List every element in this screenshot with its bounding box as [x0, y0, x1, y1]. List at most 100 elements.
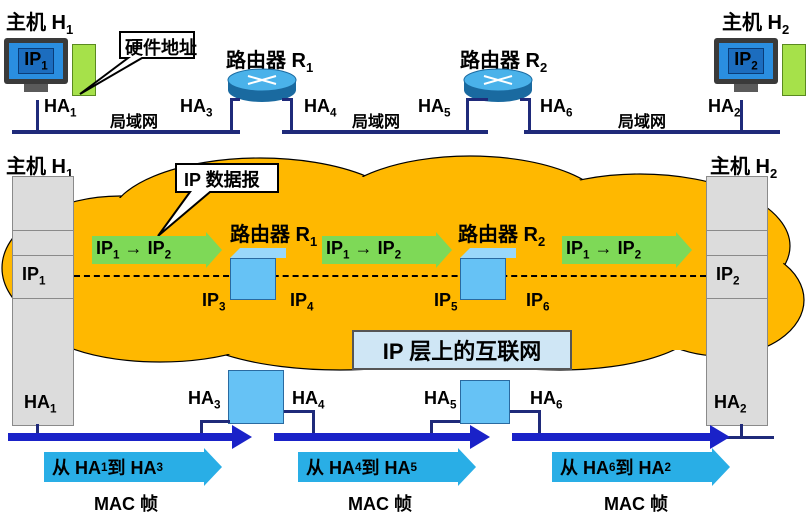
- router1-icon: [227, 68, 297, 102]
- host2-stack-divider: [706, 230, 768, 231]
- r1-left-stub: [230, 98, 240, 101]
- router2-icon: [463, 68, 533, 102]
- top-router1-label: 路由器 R1: [226, 50, 314, 75]
- bottom-r2-right-drop: [538, 410, 541, 438]
- bottom-host1-label: 主机 H1: [6, 156, 74, 181]
- mac-box-arrowhead-3: [712, 448, 730, 486]
- top-ha4: HA4: [304, 96, 337, 120]
- bottom-host1-drop: [36, 424, 39, 438]
- r1-left-drop: [230, 98, 233, 132]
- host1-computer-icon: IP1: [4, 38, 104, 100]
- router2-link-cube: [460, 380, 510, 424]
- lan3-label: 局域网: [618, 114, 667, 131]
- ip3-label: IP3: [202, 290, 226, 314]
- bottom-host2-label: 主机 H2: [710, 156, 778, 181]
- r2-right-stub: [520, 98, 530, 101]
- ip2-label: IP2: [716, 264, 740, 288]
- bottom-ha6: HA6: [530, 388, 563, 412]
- mac-arrowhead-3: [710, 425, 730, 449]
- lan3-line: [524, 130, 780, 134]
- host2-stack-divider: [706, 298, 768, 299]
- bottom-r1-right-stub: [284, 410, 314, 413]
- router1-link-cube: [228, 370, 284, 424]
- lan2-line: [282, 130, 488, 134]
- hardware-address-label: 硬件地址: [125, 38, 197, 58]
- ip5-label: IP5: [434, 290, 458, 314]
- ip-flow-arrowhead-1: [206, 232, 222, 268]
- ip-layer-dashed-line: [74, 275, 706, 277]
- top-ha5: HA5: [418, 96, 451, 120]
- mac-frame-arrow-1: [8, 433, 234, 441]
- r1-right-drop: [290, 98, 293, 132]
- router2-ip-cube: [460, 258, 506, 300]
- host1-stack-divider: [12, 230, 74, 231]
- top-router2-label: 路由器 R2: [460, 50, 548, 75]
- bottom-r1-left-stub: [200, 420, 230, 423]
- bottom-ha3: HA3: [188, 388, 221, 412]
- ip-flow-text-1: IP1 → IP2: [96, 238, 172, 262]
- lan2-label: 局域网: [352, 114, 401, 131]
- bottom-router1-label: 路由器 R1: [230, 224, 318, 249]
- r2-left-drop: [466, 98, 469, 132]
- top-ha3: HA3: [180, 96, 213, 120]
- ip-flow-arrow-1: [92, 236, 206, 264]
- top-host1-label: 主机 H1: [6, 12, 74, 37]
- bottom-ha1: HA1: [24, 392, 57, 416]
- ip-flow-text-2: IP1 → IP2: [326, 238, 402, 262]
- ip-datagram-callout: [157, 163, 279, 237]
- host2-protocol-stack: [706, 176, 768, 426]
- ip-flow-arrowhead-3: [676, 232, 692, 268]
- ip1-label: IP1: [22, 264, 46, 288]
- bottom-r1-right-drop: [312, 410, 315, 438]
- bottom-host2-drop: [740, 424, 743, 438]
- host1-drop: [36, 100, 39, 132]
- ip-flow-arrow-3: [562, 236, 676, 264]
- router1-ip-cube: [230, 258, 276, 300]
- bottom-r1-left-drop: [200, 420, 203, 438]
- mac-frame-label-1: MAC 帧: [94, 494, 158, 514]
- bottom-r2-left-drop: [430, 420, 433, 438]
- bottom-ha4: HA4: [292, 388, 325, 412]
- top-host2-label: 主机 H2: [722, 12, 790, 37]
- top-ha6: HA6: [540, 96, 573, 120]
- mac-box-arrowhead-1: [204, 448, 222, 486]
- ip4-label: IP4: [290, 290, 314, 314]
- bottom-router2-label: 路由器 R2: [458, 224, 546, 249]
- router1-cube-top: [230, 248, 286, 258]
- r1-right-stub: [282, 98, 292, 101]
- router2-cube-top: [460, 248, 516, 258]
- host1-protocol-stack: [12, 176, 74, 426]
- mac-box-arrowhead-2: [458, 448, 476, 486]
- bottom-ha2: HA2: [714, 392, 747, 416]
- lan1-label: 局域网: [110, 114, 159, 131]
- hardware-address-callout: [79, 31, 195, 95]
- cloud-title: IP 层上的互联网: [352, 330, 572, 370]
- lan1-line: [12, 130, 240, 134]
- mac-arrowhead-1: [232, 425, 252, 449]
- mac-frame-arrow-2: [274, 433, 472, 441]
- top-ha1: HA1: [44, 96, 77, 120]
- host1-screen-ip: IP1: [18, 48, 54, 74]
- host2-drop: [740, 100, 743, 132]
- ip-flow-arrow-2: [322, 236, 436, 264]
- r2-right-drop: [528, 98, 531, 132]
- mac-frame-label-2: MAC 帧: [348, 494, 412, 514]
- host2-stack-divider: [706, 255, 768, 256]
- host2-screen-ip: IP2: [728, 48, 764, 74]
- bottom-ha5: HA5: [424, 388, 457, 412]
- host1-stack-divider: [12, 298, 74, 299]
- r2-left-stub: [466, 98, 488, 101]
- mac-arrowhead-2: [470, 425, 490, 449]
- ip-datagram-label: IP 数据报: [184, 170, 260, 190]
- mac-frame-arrow-3: [512, 433, 712, 441]
- bottom-r2-left-stub: [430, 420, 460, 423]
- ip-flow-text-3: IP1 → IP2: [566, 238, 642, 262]
- host2-computer-icon: IP2: [714, 38, 808, 100]
- mac-frame-label-3: MAC 帧: [604, 494, 668, 514]
- host1-stack-divider: [12, 255, 74, 256]
- ip-flow-arrowhead-2: [436, 232, 452, 268]
- top-ha2: HA2: [708, 96, 741, 120]
